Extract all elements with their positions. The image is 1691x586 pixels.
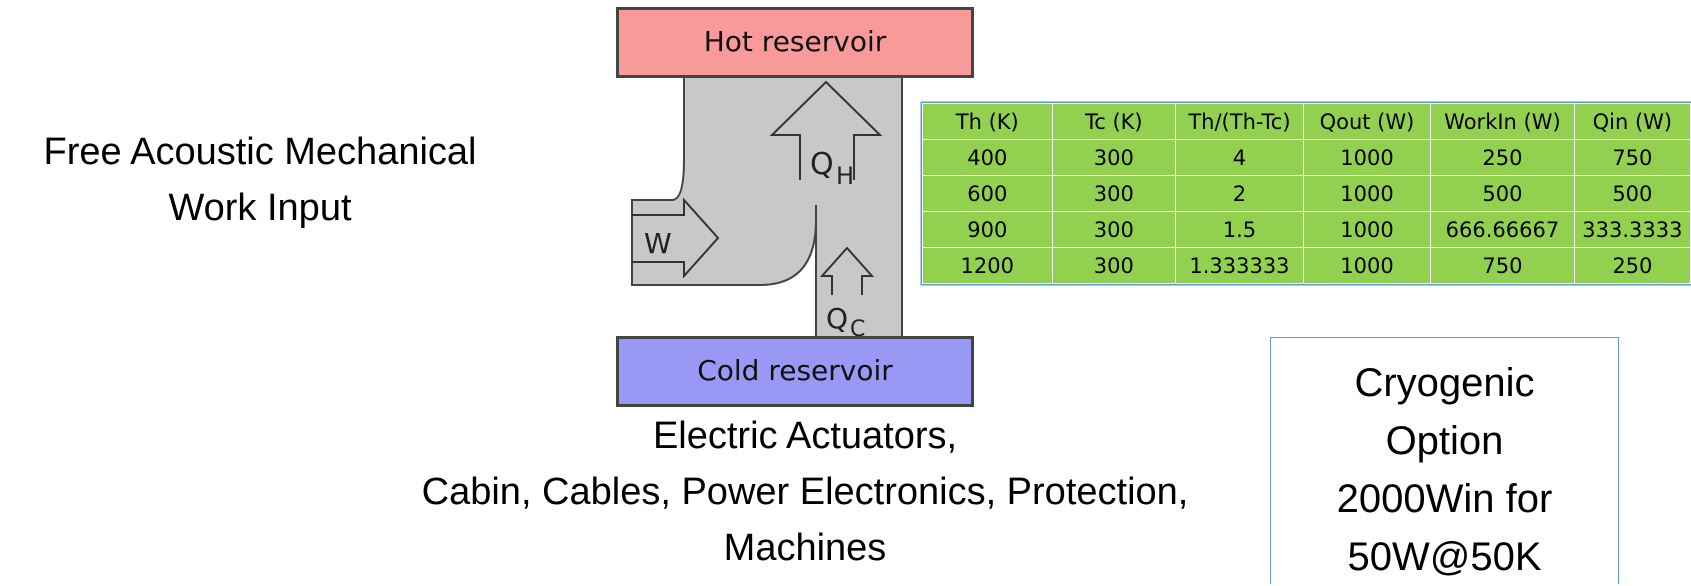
table-cell: 750 [1573,139,1691,176]
table-cell: 1200 [922,247,1053,284]
table-header-row: Th (K) Tc (K) Th/(Th-Tc) Qout (W) WorkIn… [922,103,1691,140]
cryo-line: Option [1385,419,1504,463]
table-cell: 750 [1430,247,1575,284]
table-cell: 1.333333 [1175,247,1304,284]
table-cell: 1000 [1302,211,1432,248]
work-input-caption: Free Acoustic Mechanical Work Input [0,124,520,236]
column-header: Qout (W) [1302,103,1432,140]
column-header: Th/(Th-Tc) [1175,103,1304,140]
table-row: 400 300 4 1000 250 750 [922,139,1691,176]
heat-pump-body [631,70,903,341]
work-arrow-icon [632,197,720,279]
cryogenic-option-box: Cryogenic Option 2000Win for 50W@50K [1270,337,1619,584]
qc-arrow-icon [819,246,875,295]
loads-caption: Electric Actuators, Cabin, Cables, Power… [340,408,1270,576]
table-cell: 300 [1051,211,1177,248]
table-cell: 1000 [1302,139,1432,176]
table-cell: 500 [1430,175,1575,212]
cryo-line: 2000Win for [1336,477,1553,521]
hot-reservoir: Hot reservoir [616,7,974,78]
caption-line: Cabin, Cables, Power Electronics, Protec… [421,471,1189,513]
caption-line: Free Acoustic Mechanical [43,131,477,173]
table-cell: 900 [922,211,1053,248]
table-cell: 1.5 [1175,211,1304,248]
table-cell: 666.66667 [1430,211,1575,248]
table-row: 1200 300 1.333333 1000 750 250 [922,247,1691,284]
table-cell: 300 [1051,247,1177,284]
table-row: 600 300 2 1000 500 500 [922,175,1691,212]
qc-subscript: C [850,317,865,342]
work-label: W [644,227,672,260]
cryo-line: 50W@50K [1347,535,1542,579]
table-cell: 4 [1175,139,1304,176]
column-header: Th (K) [922,103,1053,140]
heat-pump-diagram: Q H W Q C [631,70,903,342]
caption-line: Electric Actuators, [652,415,958,457]
table-cell: 300 [1051,175,1177,212]
column-header: WorkIn (W) [1430,103,1575,140]
column-header: Qin (W) [1573,103,1691,140]
table-cell: 333.3333 [1573,211,1691,248]
table-row: 900 300 1.5 1000 666.66667 333.3333 [922,211,1691,248]
qh-subscript: H [836,162,854,190]
caption-line: Work Input [168,187,352,229]
column-header: Tc (K) [1051,103,1177,140]
table-cell: 2 [1175,175,1304,212]
qc-label: Q [826,302,848,335]
table-cell: 400 [922,139,1053,176]
table-cell: 300 [1051,139,1177,176]
table-cell: 1000 [1302,175,1432,212]
cryo-line: Cryogenic [1354,361,1535,405]
table-cell: 250 [1430,139,1575,176]
table-cell: 500 [1573,175,1691,212]
efficiency-table: Th (K) Tc (K) Th/(Th-Tc) Qout (W) WorkIn… [922,103,1691,284]
table-cell: 250 [1573,247,1691,284]
cold-reservoir: Cold reservoir [616,336,974,407]
table-cell: 600 [922,175,1053,212]
table-cell: 1000 [1302,247,1432,284]
qh-arrow-icon [769,80,883,180]
qh-label: Q [810,147,834,182]
caption-line: Machines [723,527,887,569]
